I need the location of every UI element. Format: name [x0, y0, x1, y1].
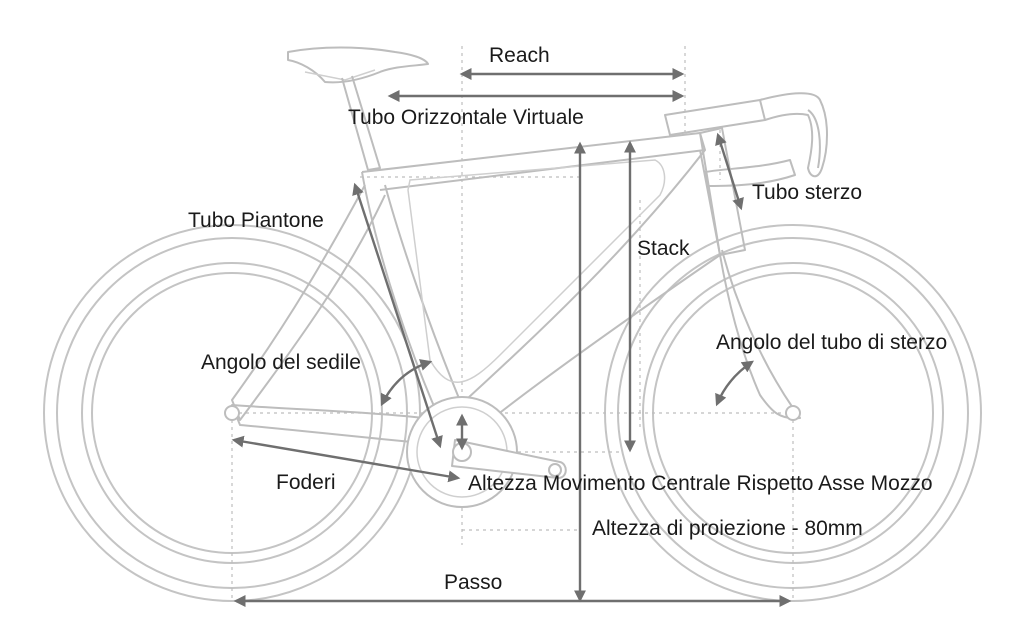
- reach-label: Reach: [489, 44, 550, 67]
- wheelbase-label: Passo: [444, 571, 502, 594]
- labels: Reach Tubo Orizzontale Virtuale Tubo ste…: [188, 44, 947, 594]
- dimension-arrows: [231, 68, 792, 607]
- head-tube-arrow: [715, 132, 744, 211]
- chainstay-arrow: [231, 435, 461, 483]
- seat-angle-arrow: [380, 359, 433, 407]
- seat-angle-label: Angolo del sedile: [201, 351, 361, 374]
- chainstays-label: Foderi: [276, 471, 336, 494]
- bb-drop-label: Altezza Movimento Centrale Rispetto Asse…: [468, 472, 933, 495]
- stack-label: Stack: [637, 237, 690, 260]
- head-tube-label: Tubo sterzo: [752, 181, 862, 204]
- seat-tube-label: Tubo Piantone: [188, 209, 324, 232]
- projection-height-label: Altezza di proiezione - 80mm: [592, 517, 863, 540]
- head-tube-angle-label: Angolo del tubo di sterzo: [716, 331, 947, 354]
- head-angle-arrow: [715, 360, 754, 407]
- virtual-top-tube-label: Tubo Orizzontale Virtuale: [348, 106, 584, 129]
